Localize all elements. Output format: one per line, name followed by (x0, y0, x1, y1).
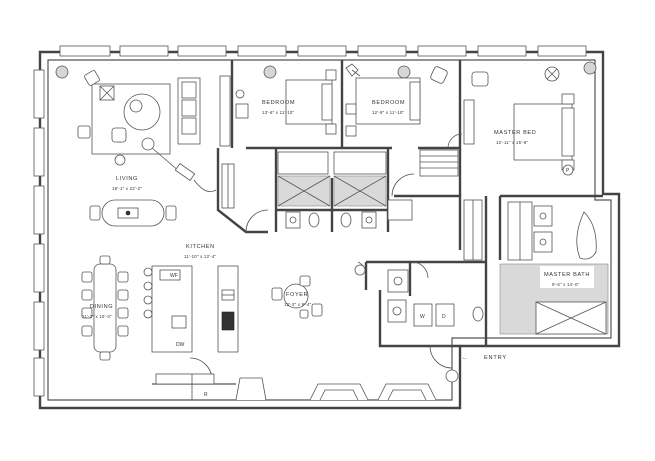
wine-fridge-label: WF (170, 273, 178, 279)
washer-label: W (420, 314, 425, 320)
bedroom-2-furniture (345, 63, 448, 137)
bedroom-1-name: BEDROOM (262, 100, 295, 106)
left-window-bays (33, 69, 45, 397)
foyer-label: FOYER 12'-3" x 9'-4" (284, 292, 312, 307)
structural-columns (55, 61, 597, 79)
hall-closets (387, 99, 483, 261)
kitchen-name: KITCHEN (186, 244, 215, 250)
dining-furniture (81, 255, 129, 361)
top-window-bays (59, 45, 587, 57)
living-dims: 19'-1" x 22'-2" (112, 186, 142, 191)
living-label: LIVING 19'-1" x 22'-2" (112, 176, 142, 191)
kitchen-label: KITCHEN 11'-10" x 12'-4" (184, 244, 217, 259)
bedroom-baths (277, 151, 387, 229)
bedroom-2-dims: 12'-9" x 11'-10" (372, 110, 405, 115)
bedroom-1-furniture (235, 69, 337, 135)
master-bed-label: MASTER BED 12'-11" x 15'-8" (494, 130, 536, 145)
bedroom-1-label: BEDROOM 13'-6" x 11'-10" (262, 100, 295, 115)
bedroom-2-label: BEDROOM 12'-9" x 11'-10" (372, 100, 405, 115)
kitchen-dims: 11'-10" x 12'-4" (184, 254, 217, 259)
master-bed-furniture: P (471, 66, 575, 176)
kitchen-fixtures: WF DW R (143, 265, 239, 400)
master-bath-name: MASTER BATH (544, 272, 590, 278)
dining-name: DINING (90, 304, 113, 310)
master-bath-label: MASTER BATH 9'-6" x 14'-0" (540, 266, 594, 288)
entry: ← ENTRY (429, 345, 507, 383)
media-wall (219, 75, 269, 233)
exterior-walls (38, 50, 621, 410)
entry-label: ENTRY (484, 355, 507, 361)
foyer-dims: 12'-3" x 9'-4" (284, 302, 312, 307)
master-bed-dims: 12'-11" x 15'-8" (496, 140, 529, 145)
master-bed-name: MASTER BED (494, 130, 536, 136)
master-bath-dims: 9'-6" x 14'-0" (552, 282, 580, 287)
foyer-name: FOYER (286, 292, 308, 298)
dining-label: DINING 11'-2" x 10'-3" (82, 304, 113, 319)
dining-dims: 11'-2" x 10'-3" (82, 314, 112, 319)
living-name: LIVING (116, 176, 138, 182)
dishwasher-label: DW (176, 342, 185, 348)
living-furniture (77, 70, 217, 227)
bottom-bay-windows (235, 377, 437, 401)
bedroom-1-dims: 13'-6" x 11'-10" (262, 110, 295, 115)
dryer-label: D (442, 314, 446, 320)
laundry-powder: W D (354, 261, 484, 327)
foyer-furniture (271, 275, 323, 319)
entry-arrow: ← (462, 355, 468, 361)
refrigerator-label: R (204, 392, 208, 398)
bedroom-2-name: BEDROOM (372, 100, 405, 106)
pantry-marker: P (566, 168, 570, 174)
